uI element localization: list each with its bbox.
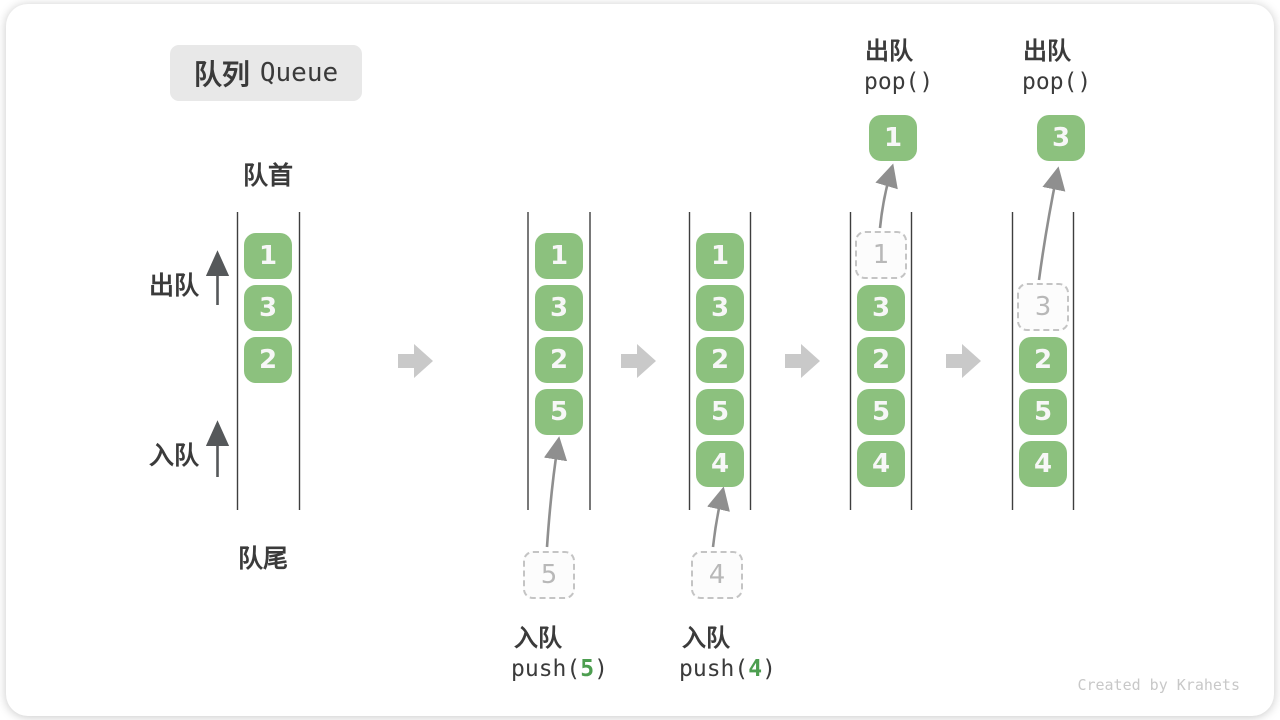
pop2-code-label: pop()	[1022, 69, 1092, 95]
push4-code-label: push(4)	[679, 656, 776, 682]
pop2-arrow-icon	[1037, 166, 1066, 281]
state-arrows	[398, 344, 981, 378]
queue-cell: 1	[244, 233, 292, 279]
dequeue-label: 出队	[149, 272, 200, 300]
push5-arrow-icon	[543, 436, 568, 548]
queue-walls	[236, 212, 1075, 510]
code-arg: 4	[748, 656, 763, 682]
queue-cell: 1	[535, 233, 583, 279]
code-arg: 5	[580, 656, 595, 682]
queue-cell: 3	[696, 285, 744, 331]
queue-cell: 5	[696, 389, 744, 435]
enqueue-label: 入队	[149, 442, 200, 470]
code-fn-close: )	[594, 656, 608, 682]
title-en: Queue	[259, 58, 339, 88]
state-arrow-icon	[785, 344, 820, 378]
queue-cell: 2	[857, 337, 905, 383]
queue-cell: 1	[696, 233, 744, 279]
queue-cell: 2	[535, 337, 583, 383]
incoming-cell: 4	[691, 551, 743, 599]
popped-cell: 1	[869, 115, 917, 161]
queue-cell: 4	[696, 441, 744, 487]
state-arrow-icon	[398, 344, 433, 378]
queue-cell-removed: 1	[855, 231, 907, 279]
title-zh: 队列	[193, 59, 250, 90]
pop2-action-label: 出队	[1023, 38, 1071, 65]
queue-cell: 3	[244, 285, 292, 331]
front-label: 队首	[243, 162, 294, 190]
queue-cell: 5	[535, 389, 583, 435]
push4-arrow-icon	[707, 486, 730, 548]
popped-cell: 3	[1037, 115, 1085, 161]
rear-label: 队尾	[238, 545, 289, 573]
queue-cell: 2	[244, 337, 292, 383]
queue-cell-removed: 3	[1017, 283, 1069, 331]
incoming-cell: 5	[523, 551, 575, 599]
push5-code-label: push(5)	[511, 656, 608, 682]
queue-cell: 2	[696, 337, 744, 383]
pop1-code-label: pop()	[864, 69, 934, 95]
queue-cell: 4	[857, 441, 905, 487]
pop1-action-label: 出队	[865, 38, 913, 65]
queue-cell: 5	[1019, 389, 1067, 435]
push5-action-label: 入队	[514, 625, 562, 652]
code-fn: push(	[511, 656, 581, 682]
queue-cell: 3	[535, 285, 583, 331]
watermark: Created by Krahets	[1077, 676, 1240, 694]
title-badge: 队列 Queue	[170, 45, 362, 101]
code-fn-close: )	[762, 656, 776, 682]
code-fn: push(	[679, 656, 749, 682]
pop1-arrow-icon	[875, 163, 898, 229]
queue-cell: 2	[1019, 337, 1067, 383]
queue-cell: 3	[857, 285, 905, 331]
queue-cell: 4	[1019, 441, 1067, 487]
queue-cell: 5	[857, 389, 905, 435]
state-arrow-icon	[946, 344, 981, 378]
state-arrow-icon	[621, 344, 656, 378]
push4-action-label: 入队	[682, 625, 730, 652]
